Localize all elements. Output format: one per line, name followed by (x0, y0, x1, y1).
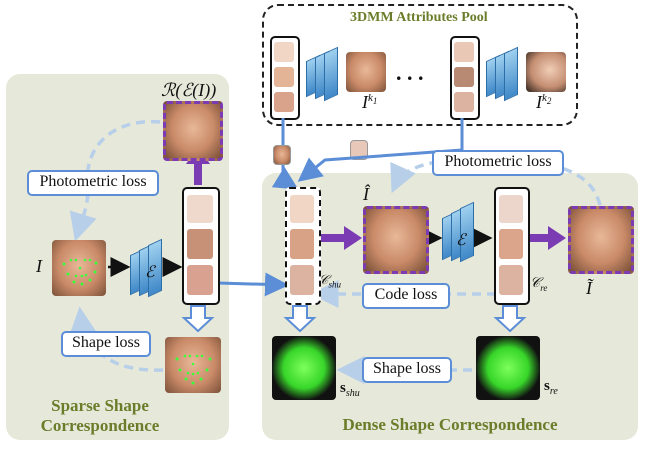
c-re-label: 𝒞re (530, 276, 548, 293)
recon-label: ℛ(ℰ(I)) (161, 80, 217, 100)
ihat-label: Î (363, 184, 369, 204)
sparse-encoder-label: ℰ (145, 264, 155, 281)
sparse-input-label: I (36, 256, 42, 276)
s-re-label: sre (544, 378, 558, 397)
sparse-photometric-loss-label: Photometric loss (27, 170, 159, 196)
pool-label-k2: Ik2 (536, 92, 552, 112)
sparse-landmark-face (165, 337, 221, 393)
dense-photometric-loss-label: Photometric loss (432, 150, 564, 176)
dense-shape-loss-label: Shape loss (362, 357, 452, 383)
recon-render-face (568, 206, 634, 274)
sampled-attribute-1 (273, 145, 291, 165)
pool-label-k1: Ik1 (362, 92, 378, 112)
sparse-title: Sparse Shape Correspondence (40, 396, 160, 435)
dense-title: Dense Shape Correspondence (342, 415, 558, 434)
landmarks-icon (62, 258, 98, 286)
sparse-shape-loss-label: Shape loss (61, 331, 151, 357)
dense-shuffled-code-strip (285, 187, 321, 305)
sparse-code-strip (182, 187, 220, 305)
dense-recon-code-strip (494, 187, 530, 305)
shuffled-dense-mesh (272, 336, 336, 400)
shuffled-render-face (363, 206, 429, 274)
c-shu-label: 𝒞shu (319, 272, 341, 290)
landmarks-overlay-icon (175, 354, 212, 385)
sampled-attribute-2 (350, 140, 368, 160)
recon-dense-mesh (476, 336, 540, 400)
pool-face-k1 (346, 52, 386, 92)
pool-title: 3DMM Attributes Pool (350, 10, 488, 25)
sparse-input-face (52, 240, 106, 296)
reconstructed-face (163, 101, 223, 161)
s-shu-label: sshu (340, 380, 360, 399)
pool-ellipsis: . . . (396, 60, 424, 85)
code-loss-label: Code loss (362, 283, 450, 309)
pool-code-strip-1 (270, 36, 300, 120)
pool-face-k2 (526, 52, 566, 92)
pool-code-strip-2 (450, 36, 480, 120)
itilde-label: Ĩ (586, 278, 592, 298)
dense-encoder-label: ℰ (456, 232, 466, 249)
